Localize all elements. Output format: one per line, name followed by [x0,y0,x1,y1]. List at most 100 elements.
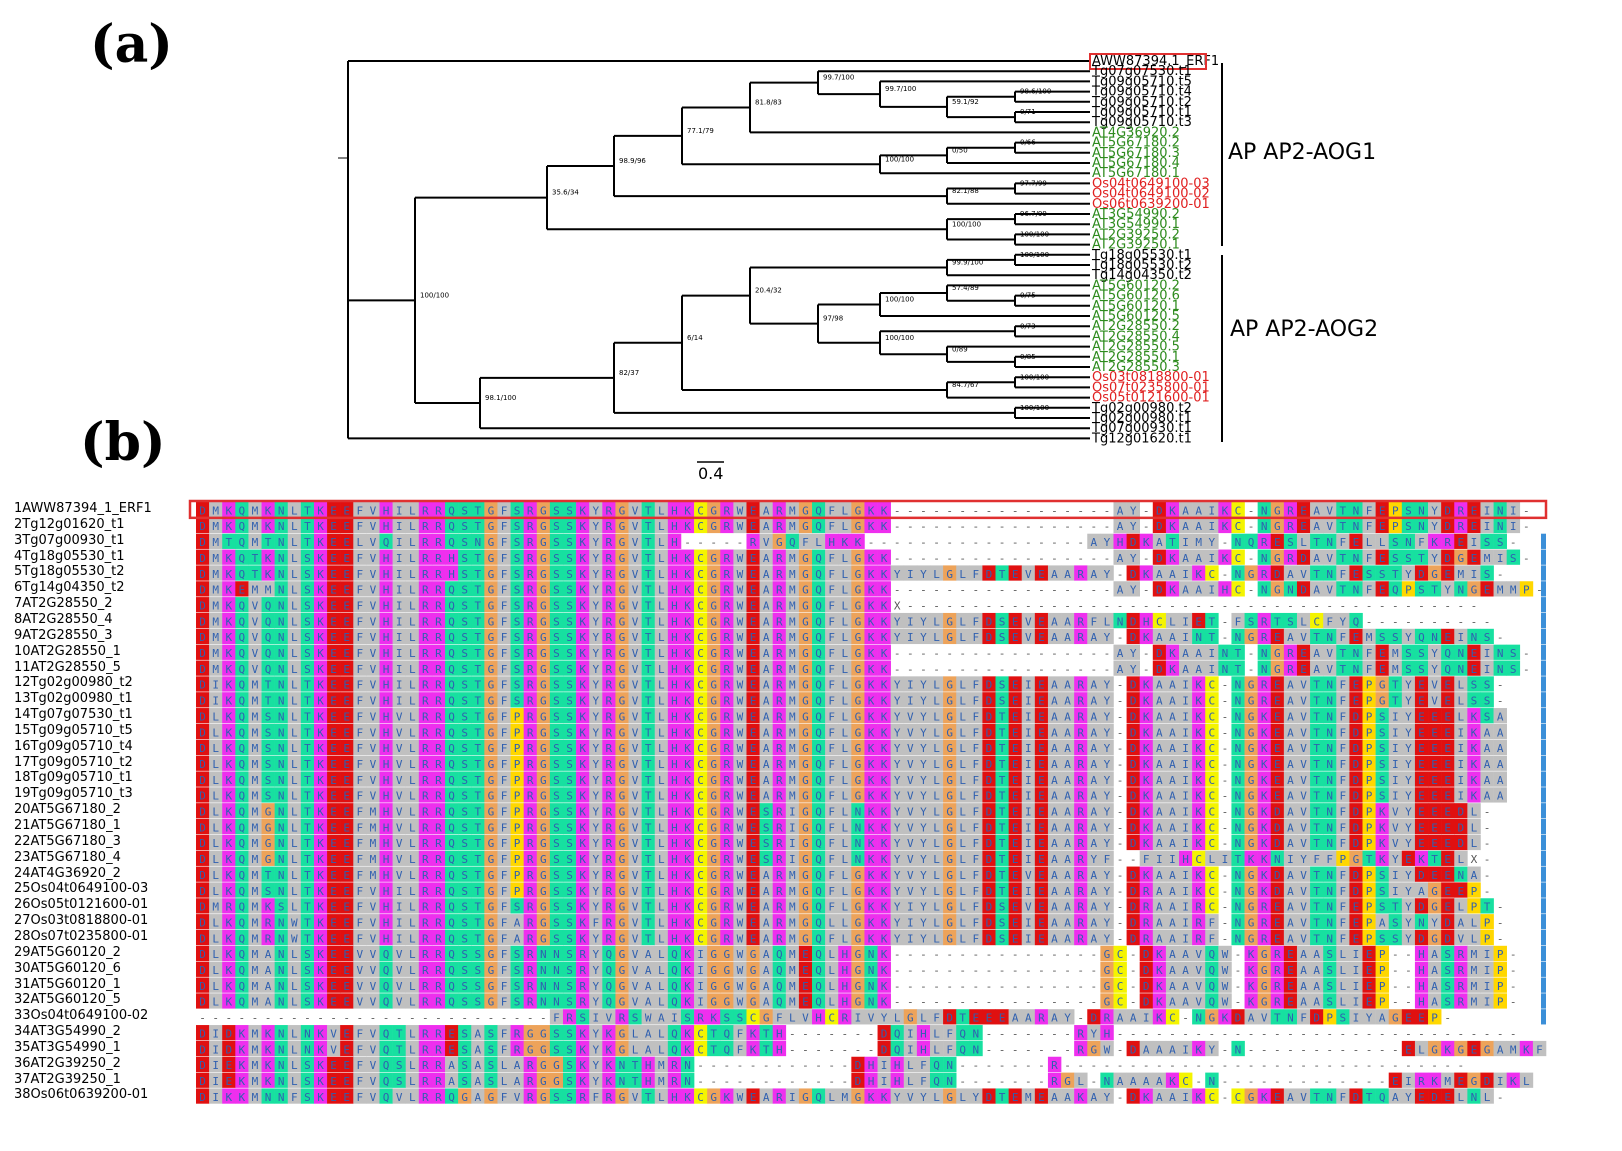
residue-cell [1493,502,1507,518]
residue-letter: K [225,631,232,644]
residue-letter: Y [1405,869,1412,882]
residue-letter: S [1366,568,1373,581]
residue-cell [615,533,629,549]
residue-letter: S [1379,726,1386,739]
support-value: 82/37 [619,369,639,377]
residue-letter: D [1130,615,1137,628]
residue-cell [445,502,459,518]
residue-letter: E [1038,790,1045,803]
residue-letter: A [1287,631,1294,644]
residue-letter: I [1025,695,1032,708]
residue-letter: K [1261,742,1268,755]
residue-letter: N [1261,504,1268,517]
row-end-marker [1541,581,1546,597]
residue-letter: Q [815,837,822,850]
residue-letter: H [671,695,678,708]
residue-letter: T [304,695,311,708]
residue-cell [1375,517,1390,534]
residue-letter: K [579,695,586,708]
residue-letter: F [501,504,508,517]
residue-letter: - [920,536,927,549]
residue-letter: L [959,758,966,771]
residue-cell [576,533,590,549]
residue-letter: A [1051,695,1058,708]
residue-letter: Y [1405,695,1412,708]
residue-cell [654,517,669,534]
residue-letter: S [553,885,560,898]
residue-letter: R [776,806,783,819]
residue-letter: T [645,504,652,517]
residue-letter: K [881,631,888,644]
residue-cell [1165,533,1180,549]
residue-letter: - [894,552,901,565]
residue-letter: R [776,552,783,565]
leaf-label: AT3G54990.1 [1092,217,1180,232]
residue-letter: S [566,726,573,739]
residue-letter: N [1235,710,1242,723]
residue-letter: G [488,647,495,660]
residue-letter: E [1471,552,1478,565]
residue-cell [680,517,695,534]
residue-letter: Y [1104,837,1111,850]
residue-letter: C [697,710,704,723]
residue-letter: G [1248,631,1255,644]
residue-letter: S [461,568,468,581]
residue-letter: D [1156,504,1163,517]
residue-letter: - [1471,615,1478,628]
residue-letter: D [199,663,206,676]
residue-letter: Y [592,774,599,787]
residue-letter: F [1091,615,1098,628]
residue-letter: I [1182,885,1189,898]
residue-letter: R [435,774,442,787]
residue-letter: F [973,869,980,882]
residue-letter: V [252,663,259,676]
residue-letter: R [1077,806,1084,819]
residue-letter: C [1235,520,1242,533]
residue-letter: F [1366,663,1373,676]
residue-letter: S [566,520,573,533]
residue-letter: A [1497,742,1504,755]
residue-letter: A [1156,742,1163,755]
leaf-label: AT3G54990.2 [1092,207,1180,222]
residue-letter: - [1274,599,1281,612]
residue-letter: L [658,806,665,819]
residue-letter: F [973,631,980,644]
residue-letter: Q [815,758,822,771]
residue-letter: G [540,584,547,597]
residue-letter: L [658,631,665,644]
residue-letter: G [488,790,495,803]
residue-letter: S [566,853,573,866]
residue-letter: L [658,742,665,755]
residue-letter: Y [592,536,599,549]
residue-letter: F [357,584,364,597]
residue-letter: K [225,853,232,866]
residue-letter: G [802,742,809,755]
residue-letter: V [1300,869,1307,882]
residue-letter: M [252,885,259,898]
residue-letter: E [343,504,350,517]
residue-letter: I [1392,885,1399,898]
support-value: 96.7/99 [1020,210,1047,218]
residue-letter: A [1195,663,1202,676]
residue-letter: E [330,584,337,597]
residue-letter: S [1379,631,1386,644]
residue-cell [510,517,524,534]
residue-letter: V [370,726,377,739]
residue-letter: T [645,536,652,549]
residue-letter: N [1222,647,1229,660]
residue-letter: R [750,536,757,549]
residue-letter: D [199,599,206,612]
residue-letter: E [750,568,757,581]
residue-letter: K [579,790,586,803]
residue-letter: R [776,504,783,517]
residue-letter: R [724,885,731,898]
residue-letter: R [606,520,613,533]
residue-letter: - [1038,536,1045,549]
residue-letter: K [684,726,691,739]
residue-letter: E [330,742,337,755]
residue-letter: T [265,695,272,708]
residue-letter: G [710,695,717,708]
residue-letter: C [1313,615,1320,628]
residue-letter: T [999,710,1006,723]
residue-letter: A [1156,568,1163,581]
